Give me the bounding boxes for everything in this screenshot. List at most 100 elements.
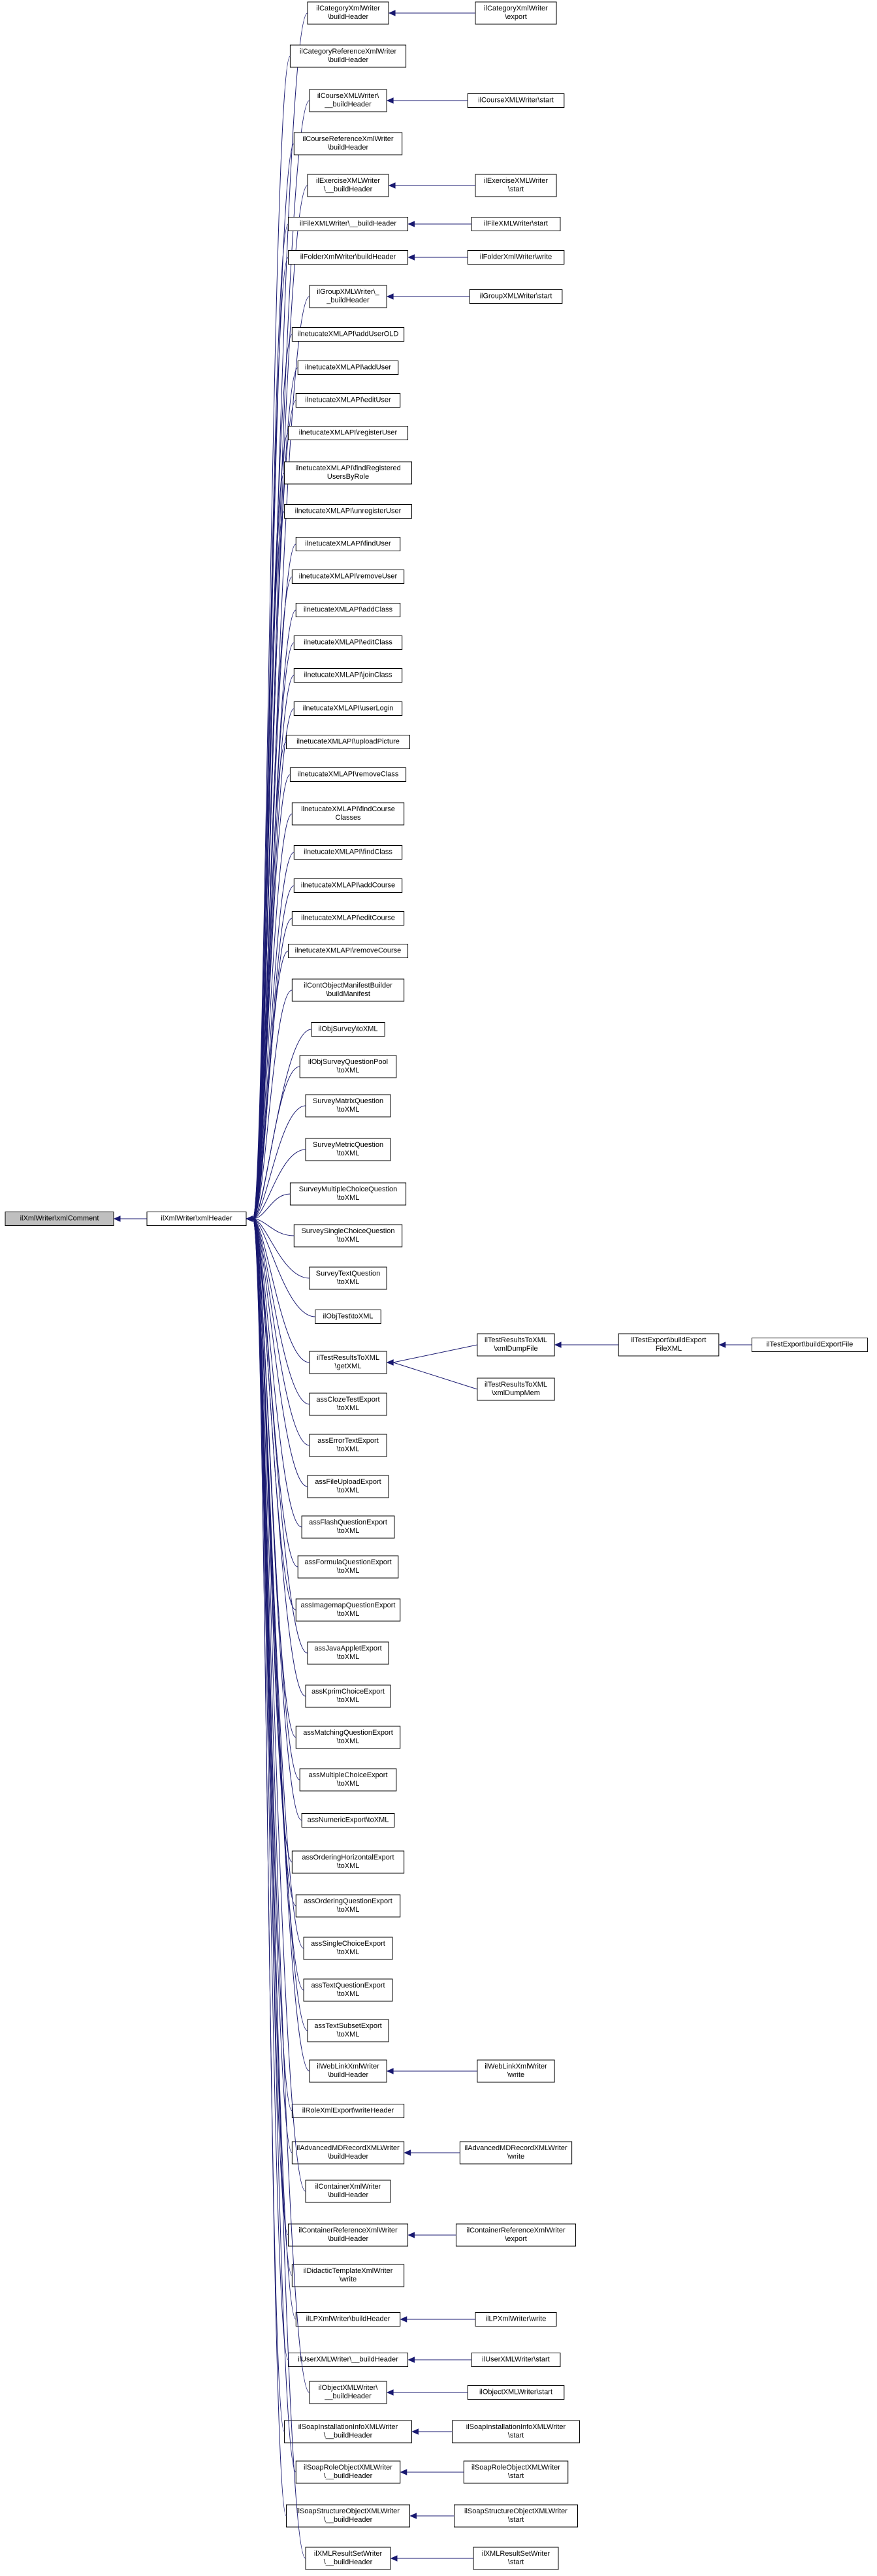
caller-node-2[interactable]: ilCourseXMLWriter\__buildHeader	[309, 89, 387, 112]
node-xmlcomment[interactable]: ilXmlWriter\xmlComment	[5, 1212, 114, 1226]
caller-node-5-0[interactable]: ilFileXMLWriter\start	[471, 217, 561, 231]
caller-node-7[interactable]: ilGroupXMLWriter\__buildHeader	[309, 285, 387, 308]
caller-node-41[interactable]: assFormulaQuestionExport\toXML	[297, 1555, 399, 1579]
caller-node-35[interactable]: ilObjTest\toXML	[315, 1310, 381, 1324]
caller-node-14[interactable]: ilnetucateXMLAPI\findUser	[295, 537, 401, 551]
caller-node-30[interactable]: SurveyMatrixQuestion\toXML	[305, 1094, 391, 1118]
caller-node-21[interactable]: ilnetucateXMLAPI\removeClass	[289, 767, 407, 782]
caller-node-34[interactable]: SurveyTextQuestion\toXML	[309, 1266, 387, 1290]
edge-caller-31-to-xmlheader	[252, 1149, 306, 1219]
caller-node-45[interactable]: assMatchingQuestionExport\toXML	[295, 1726, 401, 1749]
caller-node-58[interactable]: ilDidacticTemplateXmlWriter\write	[291, 2264, 405, 2287]
caller-node-44[interactable]: assKprimChoiceExport\toXML	[305, 1684, 391, 1708]
caller-node-5[interactable]: ilFileXMLWriter\__buildHeader	[287, 217, 409, 231]
caller-node-64[interactable]: ilSoapStructureObjectXMLWriter\__buildHe…	[286, 2504, 410, 2528]
caller-node-0-0[interactable]: ilCategoryXmlWriter\export	[475, 1, 557, 25]
caller-node-62-0[interactable]: ilSoapInstallationInfoXMLWriter\start	[452, 2420, 580, 2443]
caller-node-7-0-label: ilGroupXMLWriter\start	[480, 293, 552, 300]
caller-node-3-box	[293, 132, 403, 155]
caller-node-49[interactable]: assOrderingQuestionExport\toXML	[295, 1894, 401, 1918]
caller-node-63[interactable]: ilSoapRoleObjectXMLWriter\__buildHeader	[295, 2460, 401, 2484]
caller-node-31[interactable]: SurveyMetricQuestion\toXML	[305, 1138, 391, 1161]
caller-node-18[interactable]: ilnetucateXMLAPI\joinClass	[293, 668, 403, 683]
caller-node-54[interactable]: ilRoleXmlExport\writeHeader	[291, 2104, 405, 2118]
caller-node-55-0[interactable]: ilAdvancedMDRecordXMLWriter\write	[459, 2141, 573, 2165]
edge-caller-35-to-xmlheader	[252, 1218, 315, 1317]
caller-node-65-0[interactable]: ilXMLResultSetWriter\start	[473, 2547, 559, 2570]
caller-node-57-0[interactable]: ilContainerReferenceXmlWriter\export	[455, 2223, 577, 2247]
caller-node-64-0[interactable]: ilSoapStructureObjectXMLWriter\start	[454, 2504, 578, 2528]
caller-node-11[interactable]: ilnetucateXMLAPI\registerUser	[287, 426, 409, 440]
caller-node-26[interactable]: ilnetucateXMLAPI\removeCourse	[287, 944, 409, 958]
caller-node-27[interactable]: ilContObjectManifestBuilder\buildManifes…	[291, 978, 405, 1002]
caller-node-29[interactable]: ilObjSurveyQuestionPool\toXML	[299, 1055, 397, 1078]
caller-node-43[interactable]: assJavaAppletExport\toXML	[307, 1641, 389, 1665]
caller-node-16[interactable]: ilnetucateXMLAPI\addClass	[295, 603, 401, 617]
caller-node-11-label: ilnetucateXMLAPI\registerUser	[299, 429, 398, 437]
caller-node-6-0[interactable]: ilFolderXmlWriter\write	[467, 250, 565, 265]
caller-node-60-0[interactable]: ilUserXMLWriter\start	[471, 2353, 561, 2367]
node-xmlheader[interactable]: ilXmlWriter\xmlHeader	[146, 1212, 247, 1226]
caller-node-38[interactable]: assErrorTextExport\toXML	[309, 1434, 387, 1457]
caller-node-65[interactable]: ilXMLResultSetWriter\__buildHeader	[305, 2547, 391, 2570]
caller-node-50[interactable]: assSingleChoiceExport\toXML	[303, 1937, 393, 1960]
caller-node-0[interactable]: ilCategoryXmlWriter\buildHeader	[307, 1, 389, 25]
caller-node-10[interactable]: ilnetucateXMLAPI\editUser	[295, 393, 401, 408]
caller-node-59-0[interactable]: ilLPXmlWriter\write	[475, 2312, 557, 2326]
caller-node-37[interactable]: assClozeTestExport\toXML	[309, 1393, 387, 1416]
edge-caller-6-0-arrowhead	[407, 254, 415, 261]
caller-node-56[interactable]: ilContainerXmlWriter\buildHeader	[305, 2180, 391, 2203]
caller-node-59[interactable]: ilLPXmlWriter\buildHeader	[295, 2312, 401, 2326]
caller-node-57[interactable]: ilContainerReferenceXmlWriter\buildHeade…	[287, 2223, 409, 2247]
caller-node-7-0[interactable]: ilGroupXMLWriter\start	[469, 289, 563, 304]
caller-node-42-label: \toXML	[337, 1610, 360, 1618]
node-xmlcomment-label: ilXmlWriter\xmlComment	[20, 1215, 99, 1223]
caller-node-12[interactable]: ilnetucateXMLAPI\findRegisteredUsersByRo…	[284, 461, 412, 485]
caller-node-48[interactable]: assOrderingHorizontalExport\toXML	[291, 1850, 405, 1874]
caller-node-32[interactable]: SurveyMultipleChoiceQuestion\toXML	[289, 1182, 407, 1206]
caller-node-55[interactable]: ilAdvancedMDRecordXMLWriter\buildHeader	[291, 2141, 405, 2165]
caller-node-17[interactable]: ilnetucateXMLAPI\editClass	[293, 636, 403, 650]
caller-node-13[interactable]: ilnetucateXMLAPI\unregisterUser	[284, 504, 412, 519]
caller-node-39[interactable]: assFileUploadExport\toXML	[307, 1475, 389, 1498]
caller-node-25[interactable]: ilnetucateXMLAPI\editCourse	[291, 911, 405, 926]
caller-node-33[interactable]: SurveySingleChoiceQuestion\toXML	[293, 1224, 403, 1248]
caller-node-56-box	[305, 2180, 391, 2203]
caller-node-42[interactable]: assImagemapQuestionExport\toXML	[295, 1598, 401, 1622]
caller-node-3[interactable]: ilCourseReferenceXmlWriter\buildHeader	[293, 132, 403, 155]
caller-node-36[interactable]: ilTestResultsToXML\getXML	[309, 1351, 387, 1374]
caller-node-36-0[interactable]: ilTestResultsToXML\xmlDumpFile	[477, 1333, 555, 1357]
caller-node-4-0-label: \start	[508, 185, 524, 193]
caller-node-24[interactable]: ilnetucateXMLAPI\addCourse	[293, 878, 403, 893]
caller-node-36-0-0-0[interactable]: ilTestExport\buildExportFile	[751, 1338, 869, 1352]
caller-node-46[interactable]: assMultipleChoiceExport\toXML	[299, 1768, 397, 1792]
caller-node-15[interactable]: ilnetucateXMLAPI\removeUser	[291, 570, 405, 584]
caller-node-4[interactable]: ilExerciseXMLWriter\__buildHeader	[307, 174, 389, 197]
caller-node-6[interactable]: ilFolderXmlWriter\buildHeader	[287, 250, 409, 265]
caller-node-47[interactable]: assNumericExport\toXML	[301, 1813, 395, 1827]
caller-node-61-0[interactable]: ilObjectXMLWriter\start	[467, 2385, 565, 2400]
caller-node-23[interactable]: ilnetucateXMLAPI\findClass	[293, 845, 403, 860]
caller-node-20[interactable]: ilnetucateXMLAPI\uploadPicture	[286, 735, 410, 749]
caller-node-2-0[interactable]: ilCourseXMLWriter\start	[467, 93, 565, 108]
caller-node-63-0[interactable]: ilSoapRoleObjectXMLWriter\start	[463, 2460, 569, 2484]
caller-node-51[interactable]: assTextQuestionExport\toXML	[303, 1978, 393, 2002]
caller-node-4-0[interactable]: ilExerciseXMLWriter\start	[475, 174, 557, 197]
caller-node-19[interactable]: ilnetucateXMLAPI\userLogin	[293, 701, 403, 716]
caller-node-61[interactable]: ilObjectXMLWriter\__buildHeader	[309, 2381, 387, 2404]
caller-node-28[interactable]: ilObjSurvey\toXML	[311, 1022, 385, 1037]
caller-node-52[interactable]: assTextSubsetExport\toXML	[307, 2019, 389, 2042]
caller-node-40[interactable]: assFlashQuestionExport\toXML	[301, 1515, 395, 1539]
caller-node-56-label: ilContainerXmlWriter	[315, 2183, 381, 2191]
caller-node-9[interactable]: ilnetucateXMLAPI\addUser	[297, 361, 399, 375]
caller-node-0-0-label: ilCategoryXmlWriter	[484, 5, 548, 12]
caller-node-60[interactable]: ilUserXMLWriter\__buildHeader	[287, 2353, 409, 2367]
caller-node-8[interactable]: ilnetucateXMLAPI\addUserOLD	[291, 327, 405, 342]
caller-node-53-0[interactable]: ilWebLinkXmlWriter\write	[477, 2059, 555, 2083]
caller-node-62[interactable]: ilSoapInstallationInfoXMLWriter\__buildH…	[284, 2420, 412, 2443]
caller-node-36-1[interactable]: ilTestResultsToXML\xmlDumpMem	[477, 1377, 555, 1401]
caller-node-1[interactable]: ilCategoryReferenceXmlWriter\buildHeader	[289, 44, 407, 68]
caller-node-53[interactable]: ilWebLinkXmlWriter\buildHeader	[309, 2059, 387, 2083]
